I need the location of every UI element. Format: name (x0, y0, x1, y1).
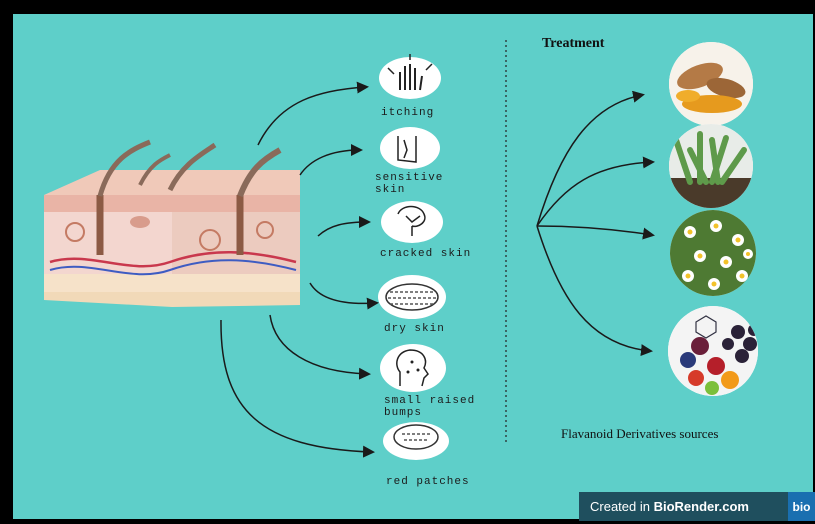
symptom-label-bumps: small raised bumps (384, 395, 475, 419)
treatment-title: Treatment (542, 36, 604, 52)
arrow-cracked-skin (318, 222, 368, 236)
sources-label: Flavanoid Derivatives sources (561, 426, 718, 442)
arrow-sensitive-skin (300, 150, 360, 175)
arrow-aloe (537, 162, 652, 226)
symptom-label-sensitive-skin: sensitive skin (375, 172, 443, 196)
arrow-bumps (270, 315, 368, 374)
badge-prefix: Created in (590, 499, 654, 514)
symptom-label-cracked-skin: cracked skin (380, 248, 471, 260)
badge-text: Created in BioRender.com (579, 499, 749, 514)
skin-cross-section-illustration (44, 142, 300, 307)
dry-skin-icon (378, 275, 446, 319)
itching-hand-icon (379, 54, 441, 99)
biorender-logo-icon: bio (788, 492, 815, 521)
face-bumps-icon (380, 344, 446, 392)
arrow-berries (537, 226, 650, 351)
symptom-label-dry-skin: dry skin (384, 323, 445, 335)
arrow-chamomile (537, 226, 652, 235)
red-patches-icon (383, 422, 449, 460)
cracked-skin-icon (381, 201, 443, 243)
arrow-dry-skin (310, 283, 376, 303)
symptom-label-red-patches: red patches (386, 476, 470, 488)
badge-brand: BioRender.com (654, 499, 749, 514)
chamomile-image (665, 208, 761, 300)
symptom-label-itching: itching (381, 107, 434, 119)
arrow-red-patches (221, 320, 372, 452)
sensitive-skin-icon (380, 127, 440, 169)
berries-fruit-image (666, 304, 761, 399)
biorender-badge[interactable]: Created in BioRender.com bio (579, 492, 815, 521)
arrow-itching (258, 87, 366, 145)
aloe-vera-image (665, 120, 760, 210)
turmeric-image (665, 40, 760, 130)
treatment-arrows (537, 95, 652, 351)
